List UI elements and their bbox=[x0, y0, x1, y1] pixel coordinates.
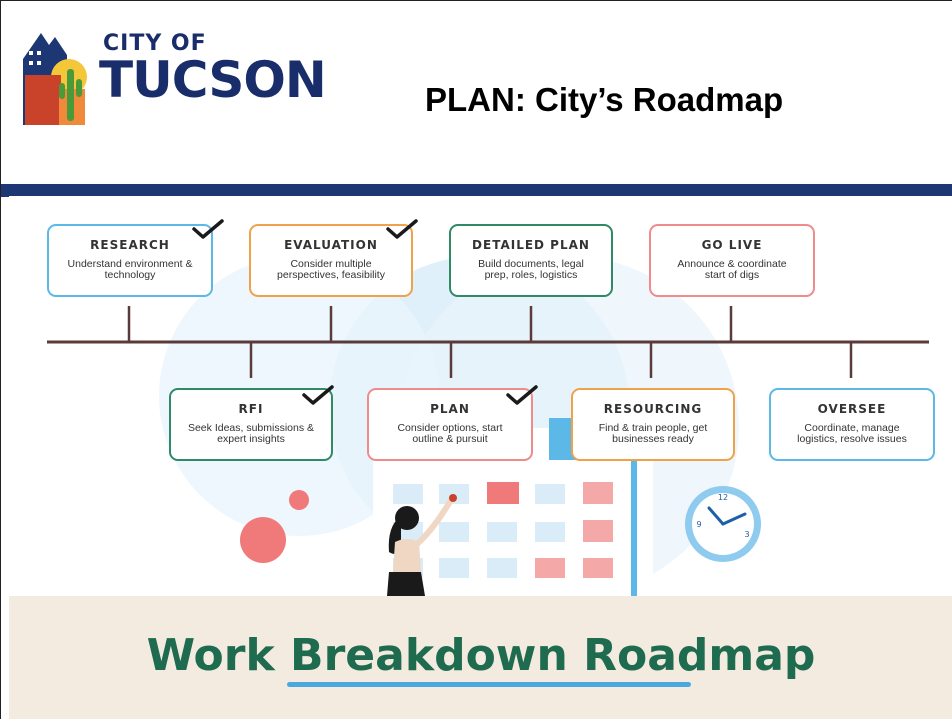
stage-desc: Build documents, legal prep, roles, logi… bbox=[478, 258, 584, 281]
stage-desc: Consider multiple perspectives, feasibil… bbox=[277, 258, 385, 281]
header: CITY OF TUCSON PLAN: City’s Roadmap bbox=[1, 0, 952, 197]
footer-title: Work Breakdown Roadmap bbox=[9, 630, 952, 681]
logo-tucson: TUCSON bbox=[99, 51, 327, 109]
stage-desc: Seek Ideas, submissions & expert insight… bbox=[187, 422, 315, 445]
stage-label: OVERSEE bbox=[817, 402, 887, 416]
plan-check-icon bbox=[506, 385, 538, 405]
evaluation-check-icon bbox=[386, 219, 418, 239]
stage-label: RESOURCING bbox=[603, 402, 703, 416]
stage-detailed-plan: DETAILED PLAN Build documents, legal pre… bbox=[449, 224, 613, 297]
footer-title-underline bbox=[287, 682, 691, 687]
person-illustration bbox=[387, 494, 457, 596]
stage-desc: Announce & coordinate start of digs bbox=[677, 258, 787, 281]
stage-label: RESEARCH bbox=[90, 238, 170, 252]
research-check-icon bbox=[192, 219, 224, 239]
stage-label: PLAN bbox=[430, 402, 470, 416]
stage-label: RFI bbox=[238, 402, 264, 416]
stage-desc: Understand environment & technology bbox=[67, 258, 193, 281]
stage-resourcing: RESOURCING Find & train people, get busi… bbox=[571, 388, 735, 461]
clock-number-12: 12 bbox=[718, 493, 728, 502]
stage-desc: Find & train people, get businesses read… bbox=[598, 422, 708, 445]
rfi-check-icon bbox=[302, 385, 334, 405]
footer-banner: Work Breakdown Roadmap bbox=[9, 596, 952, 719]
stage-research: RESEARCH Understand environment & techno… bbox=[47, 224, 213, 297]
city-logo: CITY OF TUCSON bbox=[19, 29, 327, 129]
clock-number-3: 3 bbox=[744, 530, 749, 539]
board-grid bbox=[393, 482, 613, 578]
stage-evaluation: EVALUATION Consider multiple perspective… bbox=[249, 224, 413, 297]
tucson-logo-icon bbox=[23, 33, 87, 125]
clock-number-9: 9 bbox=[696, 520, 701, 529]
timeline bbox=[47, 306, 929, 378]
roadmap-diagram: 12 3 9 RESEARCH Understand environment &… bbox=[9, 196, 952, 596]
stage-label: GO LIVE bbox=[701, 238, 763, 252]
stage-go-live: GO LIVE Announce & coordinate start of d… bbox=[649, 224, 815, 297]
stage-rfi: RFI Seek Ideas, submissions & expert ins… bbox=[169, 388, 333, 461]
page-title: PLAN: City’s Roadmap bbox=[425, 81, 784, 118]
footer-title-part2: Breakdown Roadmap bbox=[290, 630, 816, 681]
stage-label: DETAILED PLAN bbox=[472, 238, 590, 252]
logo-city-of: CITY OF bbox=[103, 31, 207, 56]
stage-oversee: OVERSEE Coordinate, manage logistics, re… bbox=[769, 388, 935, 461]
stage-plan: PLAN Consider options, start outline & p… bbox=[367, 388, 533, 461]
stage-label: EVALUATION bbox=[284, 238, 378, 252]
stage-desc: Coordinate, manage logistics, resolve is… bbox=[797, 422, 907, 445]
clock-icon: 12 3 9 bbox=[685, 486, 761, 562]
footer-title-part1: Work bbox=[146, 630, 291, 681]
header-divider-bar bbox=[1, 184, 952, 197]
stage-desc: Consider options, start outline & pursui… bbox=[397, 422, 503, 445]
